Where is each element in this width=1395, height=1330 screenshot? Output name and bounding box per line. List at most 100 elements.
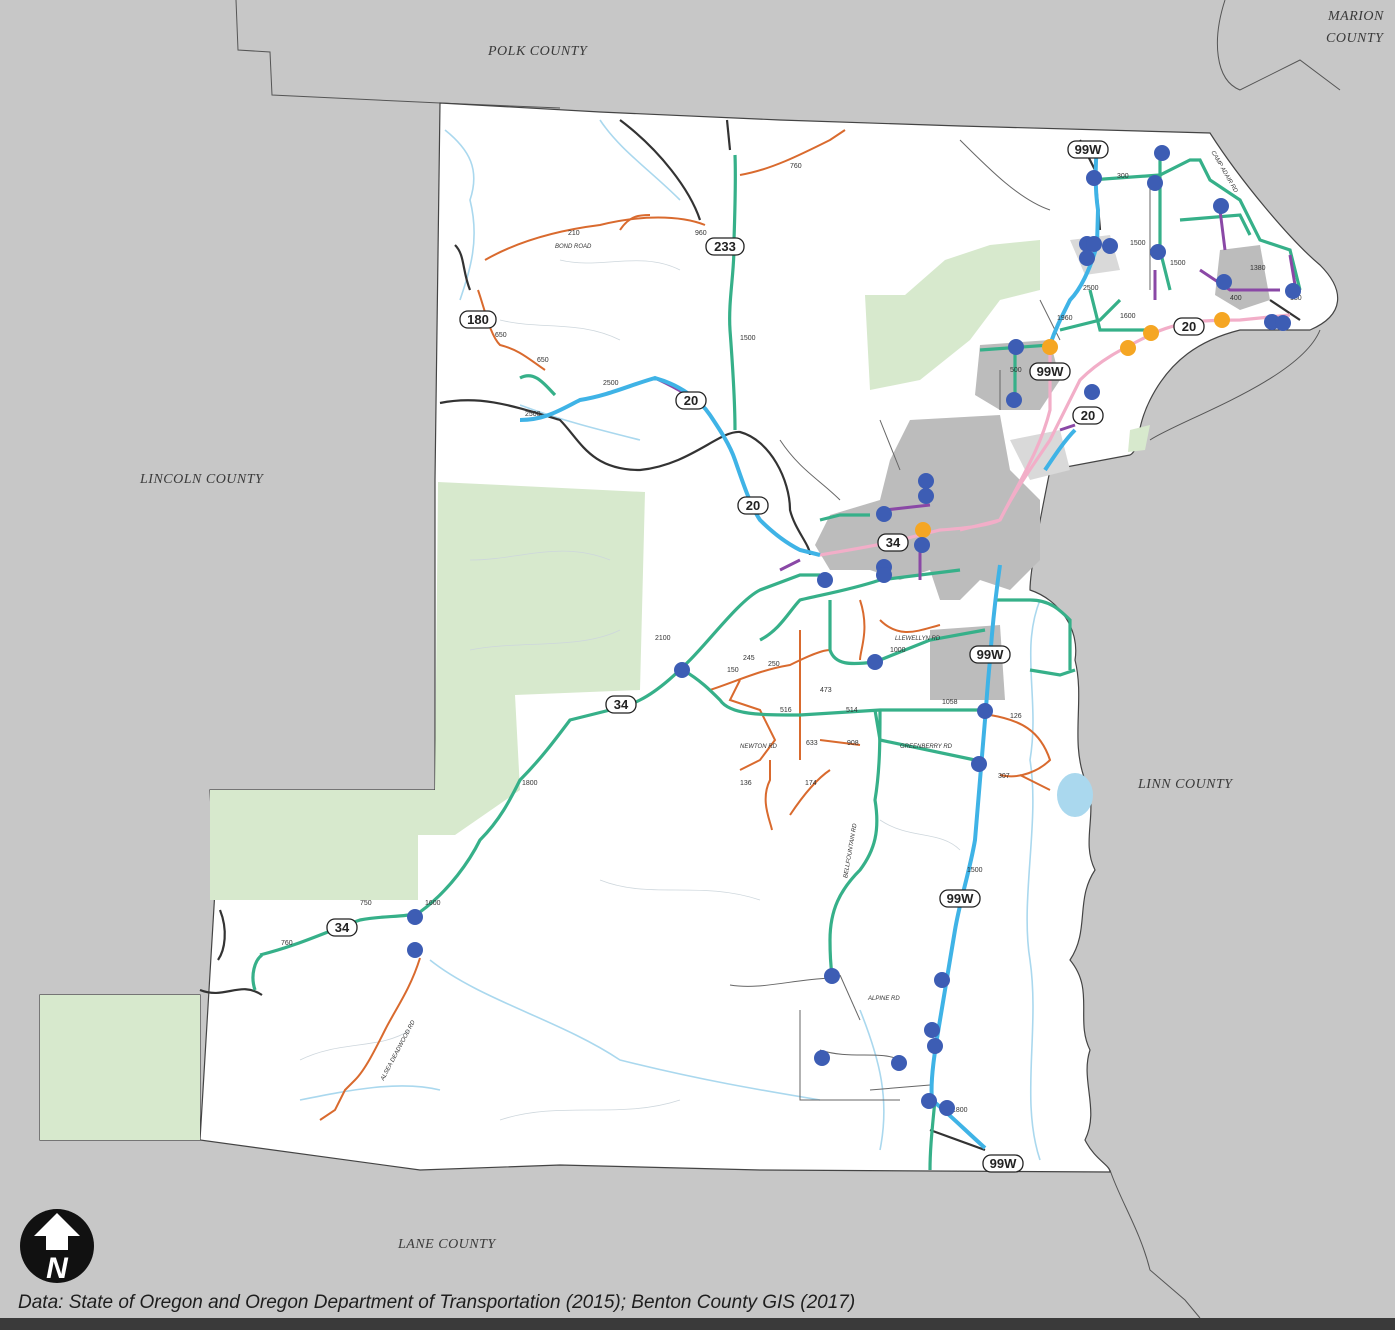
svg-text:250: 250: [768, 661, 780, 668]
node-blue: [407, 942, 423, 958]
local-streets: [729, 139, 1151, 1101]
svg-text:1800: 1800: [522, 780, 538, 787]
svg-text:760: 760: [281, 940, 293, 947]
marion-county-label-2: COUNTY: [1326, 31, 1385, 46]
node-blue: [1147, 175, 1163, 191]
svg-text:300: 300: [1117, 173, 1129, 180]
node-blue: [817, 572, 833, 588]
svg-text:180: 180: [1290, 295, 1302, 302]
node-orange: [915, 522, 931, 538]
svg-text:2500: 2500: [525, 411, 541, 418]
svg-text:20: 20: [1081, 408, 1095, 423]
node-orange: [1042, 339, 1058, 355]
node-blue: [927, 1038, 943, 1054]
shield-20-philomath: 20: [737, 496, 769, 515]
svg-text:1500: 1500: [740, 335, 756, 342]
node-blue: [876, 567, 892, 583]
svg-text:99W: 99W: [947, 891, 974, 906]
node-blue: [876, 506, 892, 522]
svg-text:307: 307: [998, 773, 1010, 780]
minor-streams: [299, 259, 961, 1121]
node-blue: [891, 1055, 907, 1071]
road-segment-numbers: 760 650 210 960 1500 2500 2500 650 850 1…: [281, 163, 1302, 1114]
svg-text:514: 514: [846, 707, 858, 714]
svg-text:1000: 1000: [890, 647, 906, 654]
svg-text:34: 34: [614, 697, 629, 712]
svg-text:1800: 1800: [952, 1107, 968, 1114]
marion-county-label: MARION: [1327, 9, 1384, 24]
shield-99w-south: 99W: [982, 1154, 1024, 1173]
svg-text:99W: 99W: [1075, 142, 1102, 157]
bottom-bar: [0, 1318, 1395, 1330]
node-blue: [1213, 198, 1229, 214]
node-blue: [977, 703, 993, 719]
svg-text:473: 473: [820, 687, 832, 694]
node-blue: [1102, 238, 1118, 254]
svg-text:99W: 99W: [990, 1156, 1017, 1171]
svg-text:1960: 1960: [1057, 315, 1073, 322]
node-blue: [1150, 244, 1166, 260]
svg-text:500: 500: [1010, 367, 1022, 374]
node-orange: [1120, 340, 1136, 356]
node-blue: [921, 1093, 937, 1109]
svg-text:750: 750: [360, 900, 372, 907]
node-orange: [1143, 325, 1159, 341]
north-arrow-icon: N: [20, 1209, 94, 1285]
svg-text:N: N: [46, 1252, 69, 1285]
node-blue: [407, 909, 423, 925]
svg-text:2500: 2500: [1083, 285, 1099, 292]
node-blue: [918, 473, 934, 489]
shield-20-albany: 20: [1173, 317, 1205, 336]
svg-text:1500: 1500: [1130, 240, 1146, 247]
svg-text:960: 960: [695, 230, 707, 237]
node-blue: [867, 654, 883, 670]
node-blue: [1084, 384, 1100, 400]
node-blue: [1006, 392, 1022, 408]
svg-text:400: 400: [1230, 295, 1242, 302]
lake: [1057, 773, 1093, 817]
svg-text:LLEWELLYN RD: LLEWELLYN RD: [895, 636, 941, 642]
data-credit: Data: State of Oregon and Oregon Departm…: [18, 1292, 856, 1313]
svg-text:1600: 1600: [1120, 313, 1136, 320]
svg-text:516: 516: [780, 707, 792, 714]
shield-99w-north: 99W: [1067, 140, 1109, 159]
svg-text:650: 650: [537, 357, 549, 364]
node-blue: [1216, 274, 1232, 290]
node-blue: [1275, 315, 1291, 331]
shield-34-alsea: 34: [326, 918, 358, 937]
nodes: [407, 145, 1301, 1116]
svg-text:650: 650: [495, 332, 507, 339]
svg-text:210: 210: [568, 230, 580, 237]
lane-county-label: LANE COUNTY: [397, 1237, 497, 1252]
svg-text:2100: 2100: [655, 635, 671, 642]
svg-text:20: 20: [1182, 319, 1196, 334]
shield-180: 180: [459, 310, 497, 329]
lincoln-county-label: LINCOLN COUNTY: [139, 472, 265, 487]
node-blue: [934, 972, 950, 988]
highway-shields: 99W 233 180 20 99W 20 20 34: [326, 140, 1205, 1173]
svg-text:20: 20: [746, 498, 760, 513]
water-features: [299, 119, 1041, 1161]
svg-text:ALPINE RD: ALPINE RD: [867, 996, 900, 1002]
minor-collectors: [319, 129, 1052, 1121]
node-orange: [1214, 312, 1230, 328]
node-blue: [824, 968, 840, 984]
svg-text:34: 34: [335, 920, 350, 935]
shield-99w-south-corvallis: 99W: [969, 645, 1011, 664]
svg-text:1600: 1600: [425, 900, 441, 907]
node-blue: [1079, 250, 1095, 266]
svg-text:760: 760: [790, 163, 802, 170]
svg-text:633: 633: [806, 740, 818, 747]
node-blue: [914, 537, 930, 553]
shield-20-northeast: 20: [1072, 406, 1104, 425]
node-blue: [939, 1100, 955, 1116]
svg-text:233: 233: [714, 239, 736, 254]
node-blue: [674, 662, 690, 678]
svg-text:NEWTON RD: NEWTON RD: [740, 744, 778, 750]
shield-99w-adair: 99W: [1029, 362, 1071, 381]
node-blue: [1008, 339, 1024, 355]
svg-text:245: 245: [743, 655, 755, 662]
forest-lands: [40, 240, 1150, 1140]
node-blue: [918, 488, 934, 504]
